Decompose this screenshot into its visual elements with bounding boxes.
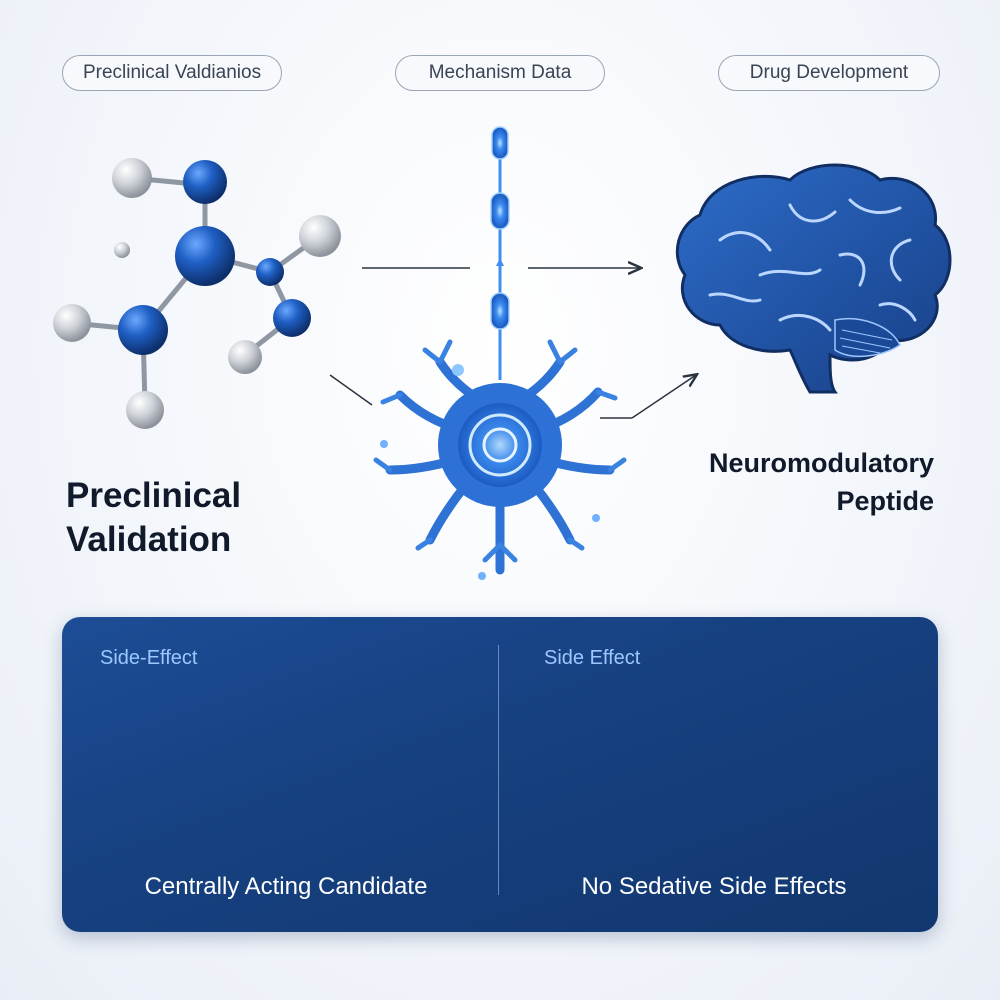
molecule-icon — [53, 158, 341, 429]
neuromodulatory-peptide-label: Neuromodulatory Peptide — [654, 444, 934, 520]
panel-left-caption: Centrally Acting Candidate — [144, 873, 428, 900]
tag-drug-development: Drug Development — [718, 55, 940, 91]
comparison-panel: Side-Effect Side Effect Centrally Acting… — [62, 617, 938, 932]
left-title-line-1: Preclinical — [66, 476, 242, 515]
right-title-line-2: Peptide — [836, 486, 934, 516]
panel-right-heading: Side Effect — [544, 647, 641, 669]
right-title-line-1: Neuromodulatory — [708, 448, 934, 478]
left-title-line-2: Validation — [66, 520, 232, 559]
tag-mechanism: Mechanism Data — [395, 55, 605, 91]
panel-right-caption: No Sedative Side Effects — [581, 873, 847, 900]
flow-arrows — [329, 268, 696, 419]
panel-left-heading: Side-Effect — [100, 647, 198, 669]
neuron-icon — [373, 126, 627, 580]
panel-divider — [498, 645, 499, 895]
tag-preclinical: Preclinical Valdianios — [62, 55, 282, 91]
preclinical-validation-label: Preclinical Validation — [66, 474, 326, 562]
brain-icon — [675, 163, 952, 394]
